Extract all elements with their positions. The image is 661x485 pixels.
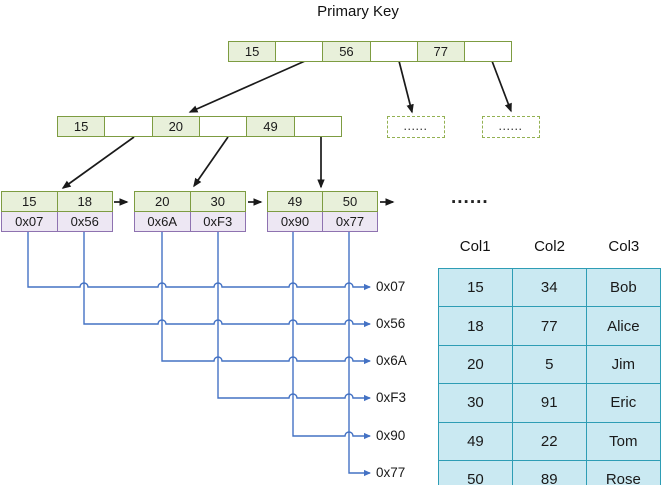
table-header-col3: Col3 (608, 238, 640, 255)
table-header-col2: Col2 (534, 238, 565, 255)
leaf-pointer-cell: 0xF3 (189, 211, 246, 231)
connector-0x77 (348, 231, 371, 477)
connector-0x56 (83, 231, 371, 328)
table-cell: 89 (511, 459, 587, 485)
table-cell: 77 (511, 306, 587, 346)
leaf-pointer-cell: 0x56 (56, 211, 113, 231)
table-cell: 5 (511, 344, 587, 385)
table-cell: Eric (585, 383, 661, 423)
data-table: 15 34 Bob 18 77 Alice 20 5 Jim 30 91 Eri… (438, 267, 661, 485)
dashed-node-left: ...... (387, 116, 445, 138)
pointer-address-label: 0x90 (376, 428, 406, 443)
table-cell: Alice (585, 306, 661, 346)
table-cell: 34 (511, 267, 587, 308)
root-cell (369, 42, 417, 61)
leaf-pointer-row: 0x90 0x77 (267, 211, 378, 232)
leaf-pointer-row: 0x6A 0xF3 (134, 211, 246, 232)
root-cell: 15 (229, 42, 276, 61)
table-cell: Rose (585, 459, 661, 485)
table-row: 49 22 Tom (438, 421, 661, 461)
root-cell (275, 42, 322, 61)
table-cell: 91 (511, 383, 587, 423)
leaf-pointer-cell: 0x90 (280, 213, 310, 229)
internal-cell (104, 117, 151, 136)
table-row: 30 91 Eric (438, 383, 661, 423)
leaf-key-cell: 50 (322, 192, 377, 211)
leaf-key-row: 15 18 (1, 191, 113, 212)
edge-internal-to-leaf2 (193, 136, 229, 188)
connector-0x6A (161, 231, 371, 365)
table-cell: 49 (438, 421, 513, 461)
dashed-node-right: ...... (482, 116, 540, 138)
connector-0xF3 (217, 231, 371, 402)
pointer-address-label: 0xF3 (376, 390, 407, 405)
table-cell: 15 (438, 267, 513, 308)
pointer-address-label: 0x77 (376, 465, 406, 480)
root-cell: 77 (416, 42, 464, 61)
edge-root-to-dashed-left (398, 60, 414, 114)
pointer-address-label: 0x6A (376, 353, 407, 368)
table-cell: Tom (585, 421, 661, 461)
edge-root-to-internal (188, 60, 306, 113)
internal-cell (198, 117, 246, 136)
edge-internal-to-leaf1 (61, 136, 135, 189)
leaf-pointer-cell: 0x07 (15, 213, 44, 229)
table-cell: 20 (438, 344, 513, 385)
internal-cell: 49 (246, 117, 294, 136)
leaf-node: 15 18 0x07 0x56 (1, 191, 113, 232)
leaf-key-row: 49 50 (267, 191, 378, 212)
leaf-pointer-row: 0x07 0x56 (1, 211, 113, 232)
leaf-pointer-cell: 0x6A (147, 213, 178, 229)
root-cell (463, 42, 511, 61)
internal-cell: 20 (151, 117, 199, 136)
table-header-col1: Col1 (459, 238, 491, 255)
diagram-title: Primary Key (317, 3, 399, 20)
table-row: 50 89 Rose (438, 459, 661, 485)
internal-cell: 15 (58, 117, 105, 136)
connector-0x90 (292, 231, 371, 440)
table-cell: 30 (438, 383, 513, 423)
table-row: 20 5 Jim (438, 344, 661, 385)
table-row: 15 34 Bob (438, 267, 661, 308)
table-cell: 50 (438, 459, 513, 485)
root-cell: 56 (322, 42, 370, 61)
leaf-pointer-cell: 0x77 (322, 211, 377, 231)
leaf-key-cell: 49 (287, 193, 303, 209)
table-row: 18 77 Alice (438, 306, 661, 346)
pointer-address-label: 0x07 (376, 279, 406, 294)
pointer-address-label: 0x56 (376, 316, 406, 331)
internal-node: 15 20 49 (57, 116, 342, 137)
internal-cell (293, 117, 341, 136)
ellipsis-label: ...... (451, 187, 489, 208)
leaf-key-cell: 20 (155, 193, 170, 209)
edge-root-to-dashed-right (491, 60, 512, 113)
table-cell: Bob (585, 267, 661, 308)
leaf-key-cell: 15 (22, 193, 37, 209)
leaf-node: 20 30 0x6A 0xF3 (134, 191, 246, 232)
table-headers: Col1 Col2 Col3 (438, 238, 661, 255)
leaf-key-row: 20 30 (134, 191, 246, 212)
connector-0x07 (27, 231, 371, 291)
root-node: 15 56 77 (228, 41, 512, 62)
table-cell: 18 (438, 306, 513, 346)
leaf-key-cell: 18 (56, 192, 113, 211)
table-cell: 22 (511, 421, 587, 461)
leaf-key-cell: 30 (189, 192, 246, 211)
leaf-node: 49 50 0x90 0x77 (267, 191, 378, 232)
table-cell: Jim (585, 344, 661, 385)
